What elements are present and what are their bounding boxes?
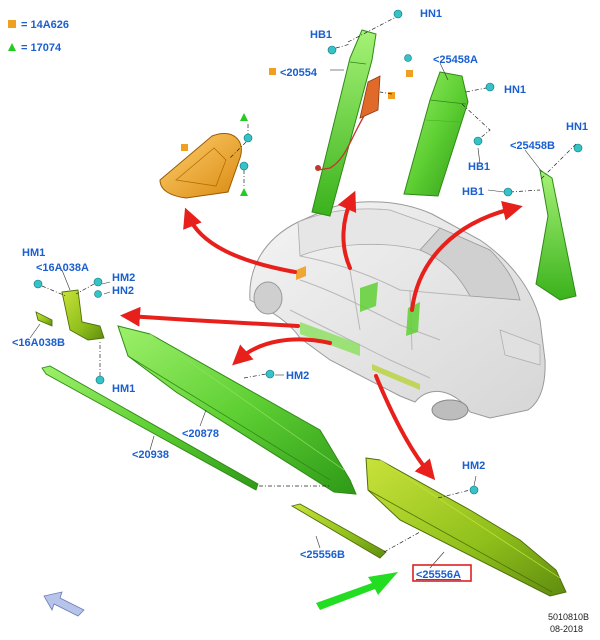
label-hn2-left: HN2 — [112, 285, 134, 297]
label-leaders — [29, 62, 543, 569]
callout-labels: HN1 HB1 <20554 <25458A HN1 HN1 <25458B H… — [12, 8, 588, 582]
label-part-25458a[interactable]: <25458A — [433, 54, 478, 66]
label-hn1-top: HN1 — [420, 8, 442, 20]
clip-icon — [473, 82, 495, 146]
clip-icon — [33, 277, 105, 385]
highlight-box — [412, 564, 472, 582]
legend-item-label: = 17074 — [21, 42, 62, 54]
orange-clip-marker — [388, 92, 395, 99]
label-hn1-right: HN1 — [566, 121, 588, 133]
clip-icon — [469, 485, 479, 495]
label-part-25458b[interactable]: <25458B — [510, 140, 555, 152]
green-pointer-arrow — [316, 572, 398, 610]
green-clip-marker — [240, 188, 248, 196]
label-hm1-left: HM1 — [22, 247, 45, 259]
arrow-to-rear-pillar — [410, 200, 523, 312]
clip-icon — [239, 133, 253, 171]
label-part-16a038a[interactable]: <16A038A — [36, 262, 89, 274]
orange-clip-marker — [269, 68, 276, 75]
red-arrows — [120, 190, 523, 481]
label-hb1-mid: HB1 — [468, 161, 490, 173]
arrow-to-front-rocker — [232, 337, 332, 366]
c-pillar-applique[interactable] — [403, 71, 469, 197]
trim-module-with-wire[interactable] — [315, 75, 381, 171]
label-hm2-left: HM2 — [112, 272, 135, 284]
clip-icon — [327, 9, 403, 55]
vehicle-body — [249, 201, 546, 421]
label-hm2-right: HM2 — [462, 460, 485, 472]
label-hn1-mid: HN1 — [504, 84, 526, 96]
legend-green-triangle-icon — [8, 43, 16, 51]
rocker-moulding-rear[interactable] — [365, 457, 567, 597]
rocker-rear-strip[interactable] — [290, 503, 387, 559]
label-part-16a038b[interactable]: <16A038B — [12, 337, 65, 349]
arrow-to-pillar-applique — [337, 190, 357, 270]
label-part-20878[interactable]: <20878 — [182, 428, 219, 440]
arrow-to-triangle-trim — [183, 207, 297, 274]
clip-icon — [265, 369, 275, 379]
arrow-to-rear-rocker — [374, 374, 436, 481]
rocker-lower-strip[interactable] — [41, 365, 259, 491]
label-part-25556a[interactable]: <25556A — [416, 569, 461, 581]
orange-clip-marker — [181, 144, 188, 151]
arrow-to-rocker-moulding — [120, 306, 300, 328]
rocker-moulding-front[interactable] — [117, 325, 357, 495]
rocker-bracket-upper[interactable] — [61, 289, 105, 341]
label-hm1-bottom: HM1 — [112, 383, 135, 395]
clip-icon — [503, 143, 583, 197]
label-hb1-low: HB1 — [462, 186, 484, 198]
label-part-20554[interactable]: <20554 — [280, 67, 318, 79]
legend: = 14A626 = 17074 — [8, 19, 69, 54]
label-part-20938[interactable]: <20938 — [132, 449, 169, 461]
rocker-bracket-lower[interactable] — [35, 311, 53, 327]
legend-orange-square-icon — [8, 20, 16, 28]
green-clip-marker — [240, 113, 248, 121]
illustration-date: 08-2018 — [550, 624, 583, 634]
rear-quarter-applique[interactable] — [535, 168, 577, 301]
illustration-code: 5010810B — [548, 612, 589, 622]
b-pillar-applique[interactable] — [311, 29, 377, 217]
view-direction-arrow-icon — [43, 591, 85, 617]
label-part-25556b[interactable]: <25556B — [300, 549, 345, 561]
clip-icon — [404, 54, 412, 62]
front-door-triangle-trim[interactable] — [159, 133, 242, 199]
label-hb1-top: HB1 — [310, 29, 332, 41]
orange-clip-marker — [406, 70, 413, 77]
legend-item-label: = 14A626 — [21, 19, 69, 31]
label-hm2-mid: HM2 — [286, 370, 309, 382]
